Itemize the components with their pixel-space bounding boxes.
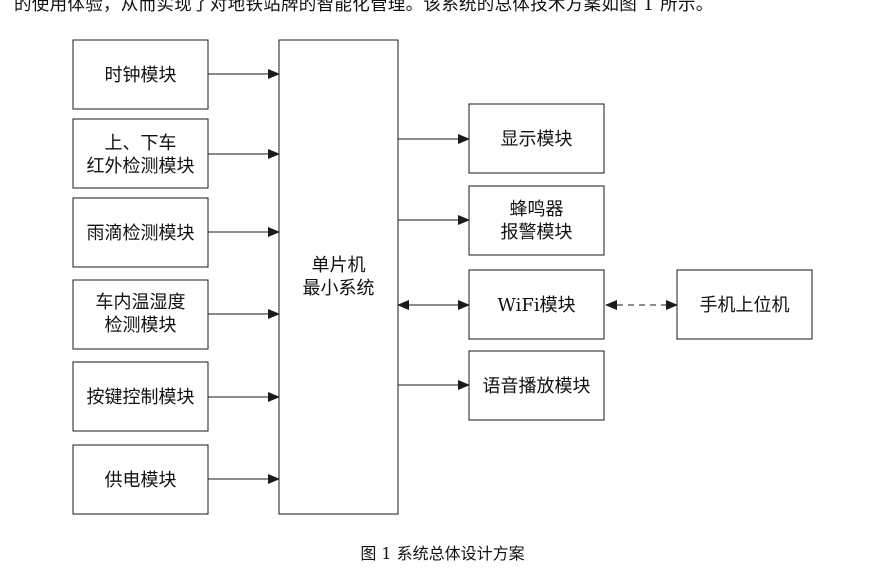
svg-text:检测模块: 检测模块 bbox=[105, 315, 177, 336]
node-buzzer: 蜂鸣器 报警模块 bbox=[468, 185, 605, 256]
intro-text: 的使用体验，从而实现了对地铁站牌的智能化管理。该系统的总体技术方案如图 1 所示… bbox=[14, 0, 714, 15]
node-voice: 语音播放模块 bbox=[468, 350, 605, 421]
svg-text:上、下车: 上、下车 bbox=[105, 133, 177, 154]
node-rain: 雨滴检测模块 bbox=[72, 197, 209, 268]
node-phone: 手机上位机 bbox=[676, 269, 813, 340]
svg-text:红外检测模块: 红外检测模块 bbox=[87, 156, 195, 177]
node-clock: 时钟模块 bbox=[72, 39, 209, 110]
node-display: 显示模块 bbox=[468, 103, 605, 174]
node-power: 供电模块 bbox=[72, 444, 209, 515]
svg-text:最小系统: 最小系统 bbox=[303, 278, 375, 299]
figure-caption: 图 1 系统总体设计方案 bbox=[360, 544, 525, 563]
node-keys: 按键控制模块 bbox=[72, 361, 209, 432]
node-infrared: 上、下车 红外检测模块 bbox=[72, 118, 209, 189]
node-temp: 车内温湿度 检测模块 bbox=[72, 279, 209, 350]
svg-text:报警模块: 报警模块 bbox=[501, 222, 573, 243]
node-wifi: WiFi模块 bbox=[468, 269, 605, 340]
svg-text:供电模块: 供电模块 bbox=[105, 470, 177, 491]
svg-text:语音播放模块: 语音播放模块 bbox=[483, 376, 591, 397]
svg-text:车内温湿度: 车内温湿度 bbox=[96, 292, 186, 313]
svg-text:时钟模块: 时钟模块 bbox=[105, 65, 177, 86]
svg-text:手机上位机: 手机上位机 bbox=[700, 295, 790, 316]
svg-text:按键控制模块: 按键控制模块 bbox=[87, 387, 195, 408]
svg-text:显示模块: 显示模块 bbox=[501, 129, 573, 150]
node-mcu: 单片机 最小系统 bbox=[278, 39, 399, 515]
svg-text:WiFi模块: WiFi模块 bbox=[497, 295, 575, 316]
svg-text:单片机: 单片机 bbox=[312, 255, 366, 276]
svg-text:雨滴检测模块: 雨滴检测模块 bbox=[87, 223, 195, 244]
svg-text:蜂鸣器: 蜂鸣器 bbox=[510, 199, 564, 220]
